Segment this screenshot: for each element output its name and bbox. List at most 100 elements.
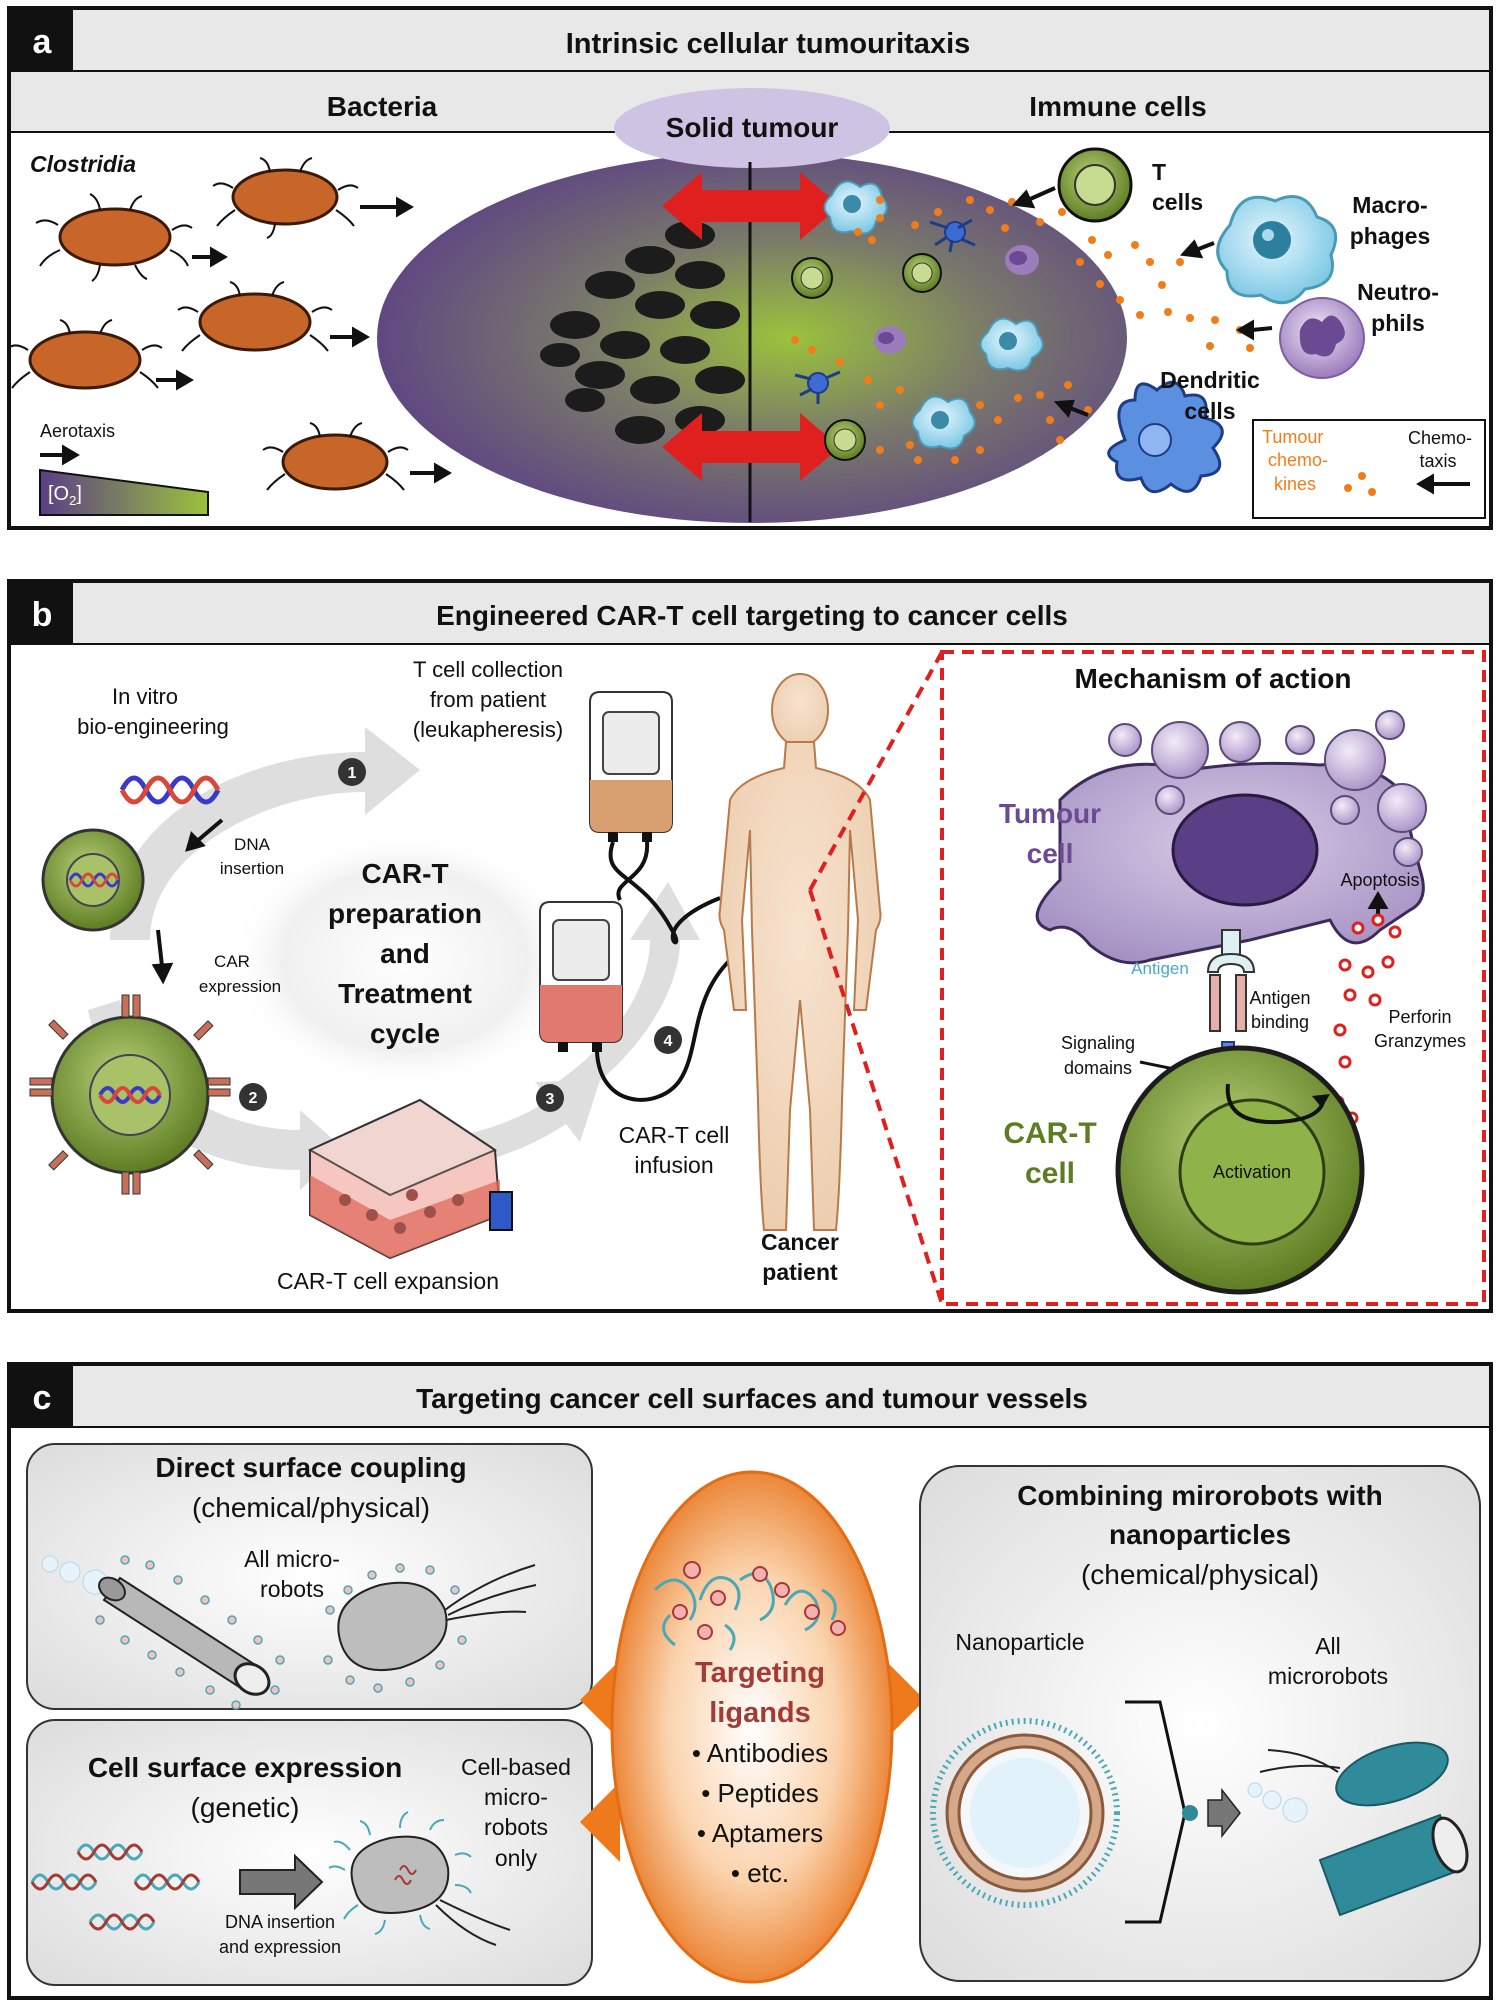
cellbased-label-2: micro- (484, 1784, 548, 1810)
chemotaxis-legend (1252, 419, 1486, 519)
ligand-egg (610, 1470, 894, 1984)
macrophages-label-2: phages (1350, 223, 1431, 249)
bacteria-flagella (7, 157, 409, 491)
direct-coupling-sub: (chemical/physical) (192, 1492, 430, 1523)
nanoparticle-sub: (chemical/physical) (1081, 1559, 1319, 1590)
macrophage (1216, 195, 1338, 305)
expressed-ligands (328, 1811, 472, 1935)
cycle-title-4: Treatment (338, 978, 472, 1009)
liposome-nanoparticle (930, 1718, 1120, 1908)
ligand-item-etc: • etc. (731, 1858, 789, 1888)
ligands-title-2: ligands (709, 1697, 811, 1729)
iv-tubing (595, 841, 732, 1102)
surface-expression-sub: (genetic) (191, 1792, 300, 1823)
cycle-title-2: preparation (328, 898, 482, 929)
blood-bag-infusion (539, 901, 623, 1052)
chemotaxis-arrows (1011, 186, 1273, 418)
cell-culture-flask (307, 1098, 513, 1260)
aerotaxis-arrow (40, 444, 80, 466)
cart-cell-label-1: CAR-T (1003, 1117, 1096, 1150)
red-double-arrow-top (662, 172, 840, 240)
nanoparticle-title-2: nanoparticles (1109, 1519, 1291, 1550)
solid-tumour-label: Solid tumour (666, 112, 839, 143)
ligand-heads (672, 1561, 846, 1640)
tumour-cell (1035, 710, 1427, 965)
cellbased-label-4: only (495, 1845, 538, 1871)
aerotaxis-label: Aerotaxis (40, 421, 115, 441)
dna-expression-arrow (239, 1853, 324, 1911)
antigen-binding-label-1: Antigen (1249, 988, 1310, 1008)
ligand-item-aptamers: • Aptamers (697, 1818, 823, 1848)
ligand-item-antibodies: • Antibodies (692, 1738, 828, 1768)
cycle-title-3: and (380, 938, 430, 969)
direct-coupling-title: Direct surface coupling (155, 1452, 466, 1483)
cycle-glow (230, 830, 580, 1090)
all-microrobots-label-2: microrobots (1268, 1663, 1388, 1689)
expressing-bacterium (350, 1835, 511, 1946)
t-cell-with-dna (41, 828, 145, 932)
step-1: 1 (348, 765, 357, 782)
legend-chemotaxis-2: taxis (1419, 451, 1456, 471)
panel-c: c Targeting cancer cell surfaces and tum… (7, 1362, 1493, 2000)
patient-label-2: patient (762, 1259, 838, 1285)
legend-chemokines-3: kines (1274, 474, 1316, 494)
dna-insertion-arrow (185, 818, 224, 852)
all-micro-label-1: All micro- (244, 1546, 340, 1572)
tumour-immune-cells (791, 180, 1044, 461)
t-cells-label-2: cells (1152, 189, 1203, 215)
surface-expression-title: Cell surface expression (88, 1752, 402, 1783)
clostridia-label: Clostridia (30, 151, 136, 177)
cycle-title-1: CAR-T (361, 858, 448, 889)
granzymes-label: Granzymes (1374, 1031, 1466, 1051)
bacteria-motion-arrows (156, 196, 452, 484)
panel-c-title: Targeting cancer cell surfaces and tumou… (416, 1383, 1088, 1414)
cellbased-label-3: robots (484, 1814, 548, 1840)
tumour-cell-label-1: Tumour (999, 798, 1101, 829)
legend-chemokines-1: Tumour (1262, 427, 1323, 447)
solid-tumour-label-bubble (614, 88, 890, 168)
dna-insertion-label-1: DNA (234, 835, 271, 854)
cellbased-label-1: Cell-based (461, 1754, 571, 1780)
all-micro-label-2: robots (260, 1576, 324, 1602)
nanoparticle-title-1: Combining mirorobots with (1017, 1480, 1383, 1511)
bacterium-microrobot (337, 1564, 537, 1672)
patient-label-1: Cancer (761, 1229, 839, 1255)
ligands-title-1: Targeting (695, 1657, 825, 1689)
collection-label-2: from patient (430, 687, 546, 712)
neutrophils-label-1: Neutro- (1357, 279, 1439, 305)
mechanism-title: Mechanism of action (1075, 663, 1352, 694)
t-cells-label-1: T (1152, 159, 1166, 185)
car-expression-arrow (151, 929, 174, 985)
tube-microrobot (98, 1576, 271, 1696)
red-double-arrow-bottom (662, 413, 840, 481)
dna-helix-icon (119, 775, 221, 805)
invitro-label-2: bio-engineering (77, 714, 229, 739)
neutrophils-label-2: phils (1371, 310, 1425, 336)
collection-label-3: (leukapheresis) (413, 717, 563, 742)
neutrophil (1279, 297, 1365, 379)
np-coated-tube (1318, 1813, 1469, 1917)
dendritic-label-1: Dendritic (1160, 367, 1260, 393)
panel-b: b Engineered CAR-T cell targeting to can… (7, 579, 1493, 1313)
direct-coupling-box (26, 1443, 593, 1710)
ligand-strands (653, 1572, 837, 1651)
attach-arrow (1207, 1787, 1241, 1839)
legend-arrow (1416, 473, 1470, 495)
ligand-item-peptides: • Peptides (701, 1778, 819, 1808)
legend-chemotaxis-1: Chemo- (1408, 428, 1472, 448)
legend-chemokine-dots (1344, 472, 1376, 496)
car-t-cell-small (29, 994, 231, 1195)
oxygen-gradient-label: [O2] (48, 483, 82, 508)
dendritic-cell (1107, 380, 1224, 494)
activation-label: Activation (1213, 1162, 1291, 1182)
nanobubbles (1247, 1782, 1308, 1823)
panel-c-letter: c (33, 1379, 52, 1417)
car-expression-label-1: CAR (214, 952, 250, 971)
antigen-label: Antigen (1131, 959, 1189, 978)
dna-expression-label-2: and expression (219, 1937, 341, 1957)
infusion-label-2: infusion (634, 1152, 713, 1178)
signaling-label-1: Signaling (1061, 1033, 1135, 1053)
orange-side-arrows (580, 1660, 925, 1862)
nanoparticle-label: Nanoparticle (955, 1629, 1084, 1655)
step-3: 3 (546, 1091, 555, 1108)
